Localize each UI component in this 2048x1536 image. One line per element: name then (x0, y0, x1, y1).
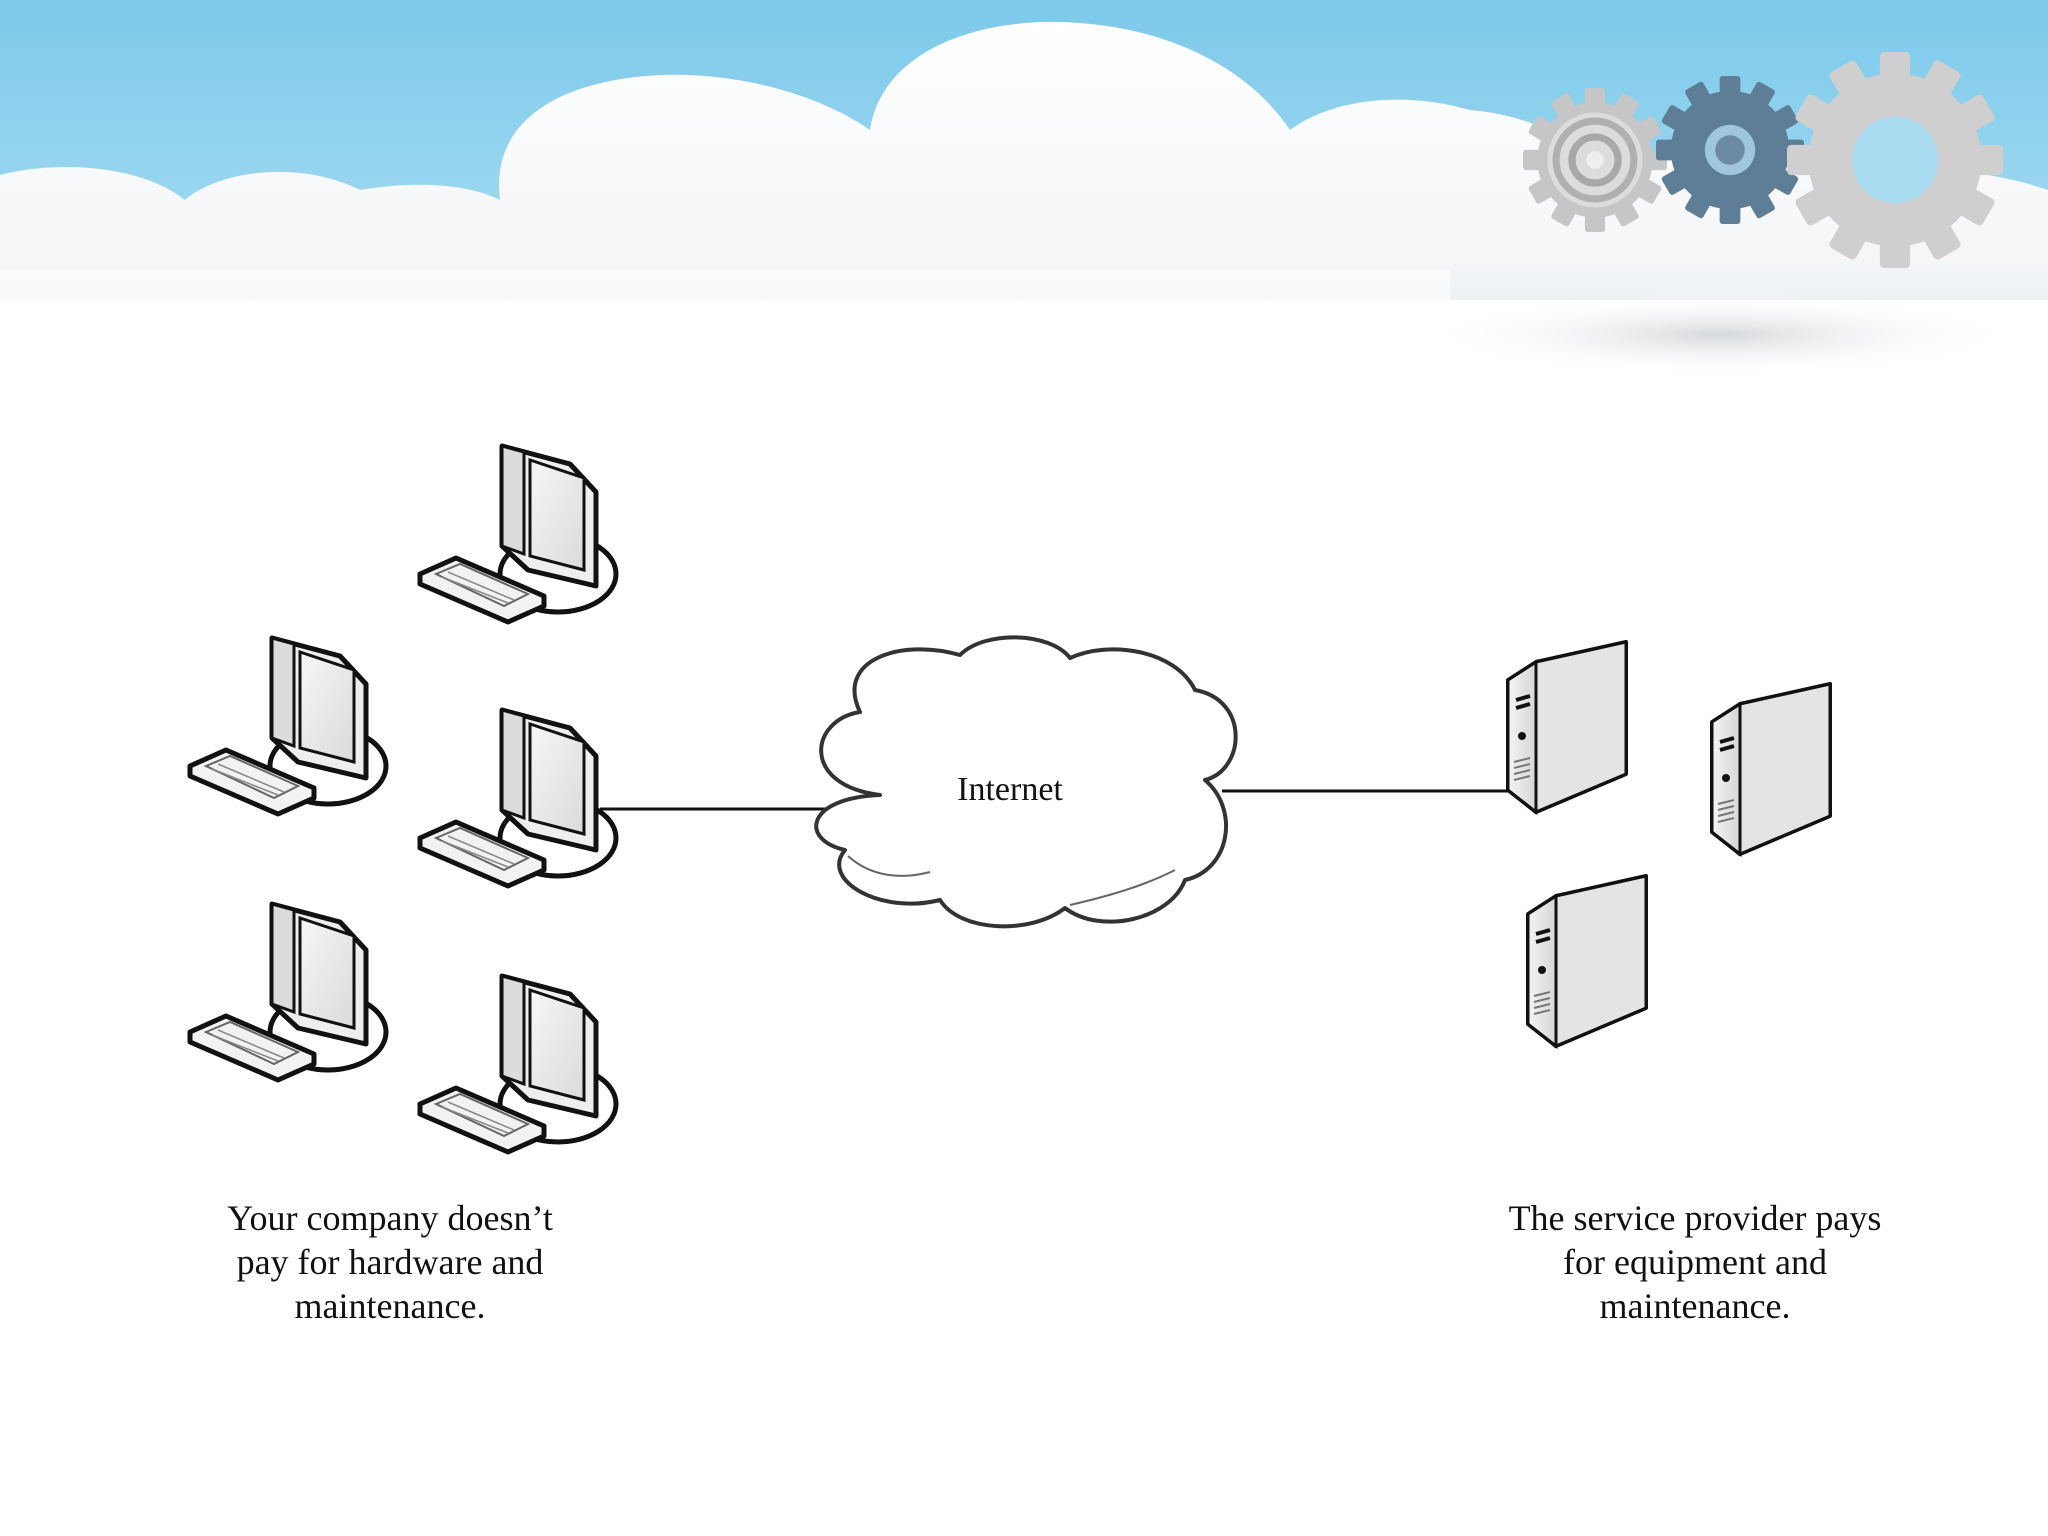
desktop-computer-icon (190, 904, 386, 1080)
server-tower-icon (1506, 640, 1628, 814)
gray-gear-icon (1787, 51, 2003, 268)
server-tower-icon (1710, 682, 1832, 856)
concentric-gear-icon (1523, 88, 1667, 232)
desktop-computer-icon (420, 710, 616, 886)
provider-caption: The service provider pays for equipment … (1508, 1198, 1882, 1326)
provider-servers (1506, 640, 1832, 1048)
client-computers (190, 446, 616, 1152)
blue-gear-icon (1656, 76, 1804, 224)
client-caption: Your company doesn’t pay for hardware an… (227, 1198, 553, 1326)
internet-label: Internet (957, 771, 1063, 808)
desktop-computer-icon (420, 976, 616, 1152)
internet-cloud (814, 635, 1238, 929)
desktop-computer-icon (420, 446, 616, 622)
server-tower-icon (1526, 874, 1648, 1048)
desktop-computer-icon (190, 638, 386, 814)
